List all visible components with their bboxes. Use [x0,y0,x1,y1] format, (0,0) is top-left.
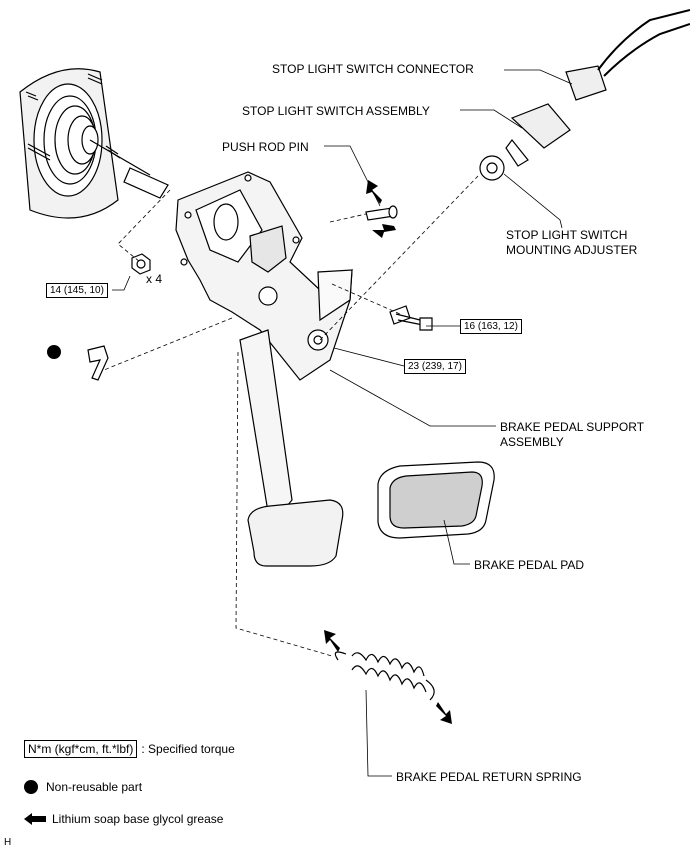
assembly-dashed-lines [103,175,479,657]
label-stop-light-switch-connector: STOP LIGHT SWITCH CONNECTOR [272,62,474,76]
label-pedal-support-line2: ASSEMBLY [500,435,564,449]
torque-nut: 14 (145, 10) [46,283,108,298]
label-quantity-x4: x 4 [146,272,163,286]
brake-pedal-arm-illustration [239,329,344,567]
label-pedal-support-line1: BRAKE PEDAL SUPPORT [500,420,645,434]
legend-torque-box: N*m (kgf*cm, ft.*lbf) [24,740,138,758]
label-stop-light-switch-assembly: STOP LIGHT SWITCH ASSEMBLY [242,104,430,118]
fastener-illustrations [87,9,690,701]
corner-mark: H [4,837,12,848]
legend-non-reusable-text: Non-reusable part [46,780,143,794]
brake-booster-illustration [19,68,169,219]
grease-arrows [324,180,452,724]
label-brake-pedal-return-spring: BRAKE PEDAL RETURN SPRING [396,770,582,784]
label-push-rod-pin: PUSH ROD PIN [222,140,309,154]
label-mounting-adjuster-line1: STOP LIGHT SWITCH [506,228,628,242]
legend-grease: Lithium soap base glycol grease [24,812,223,826]
legend-non-reusable: Non-reusable part [24,780,142,794]
label-mounting-adjuster-line2: MOUNTING ADJUSTER [506,243,638,257]
label-brake-pedal-pad: BRAKE PEDAL PAD [474,558,585,572]
torque-pivot: 23 (239, 17) [404,359,466,374]
legend-grease-text: Lithium soap base glycol grease [52,812,224,826]
grease-arrow-icon [24,813,46,825]
legend-torque: N*m (kgf*cm, ft.*lbf) : Specified torque [24,740,235,758]
legend-torque-desc: : Specified torque [141,742,235,756]
brake-pedal-support-illustration [175,171,353,381]
non-reusable-dot-icon [24,780,38,794]
torque-bolt: 16 (163, 12) [460,319,522,334]
non-reusable-marker [47,345,61,359]
leader-lines [112,69,573,777]
